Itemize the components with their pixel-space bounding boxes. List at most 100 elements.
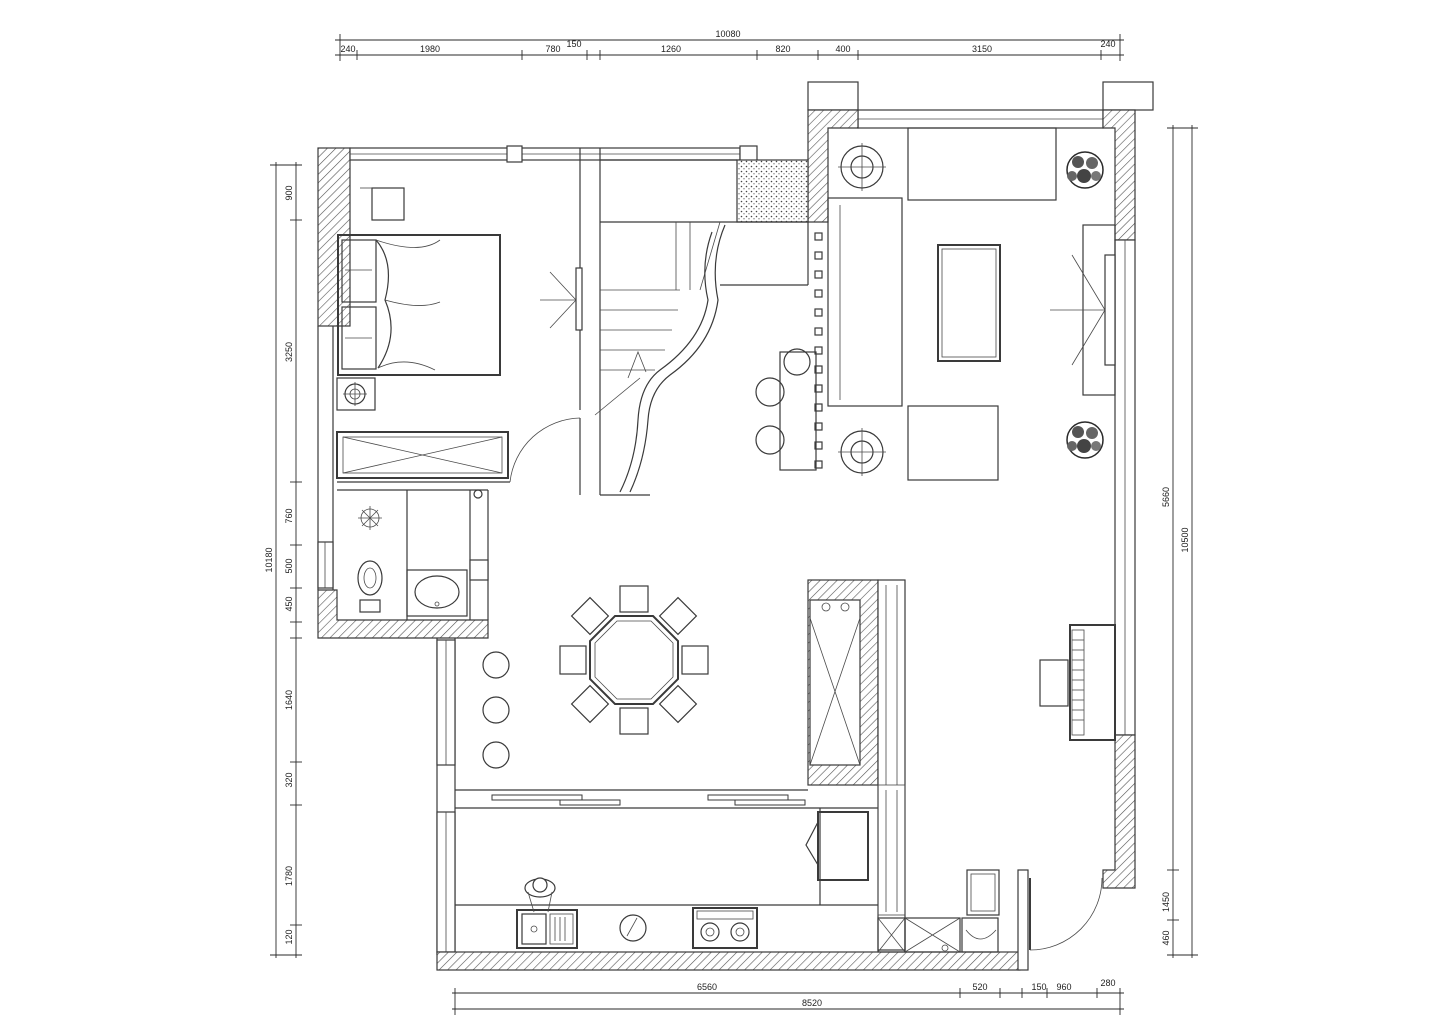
- shower-ray: [361, 509, 379, 527]
- walls: [317, 81, 1154, 971]
- bedroom-door: [509, 417, 581, 490]
- dimension-label: 150: [1031, 982, 1046, 992]
- washing-machine-drum: [965, 929, 997, 940]
- nightstand-box: [336, 377, 376, 411]
- refrigerator: [809, 599, 861, 766]
- wardrobe-inner: [342, 436, 503, 474]
- dimension-bottom: 6560 520 150 960 280 8520: [452, 978, 1124, 1015]
- faucet-icon: [434, 601, 440, 607]
- coffee-table: [937, 244, 1001, 362]
- shower-head-icon: [358, 506, 382, 530]
- sink-basin-icon: [521, 913, 547, 945]
- bar-stool: [783, 348, 811, 376]
- drain-icon: [530, 925, 538, 933]
- wall-right-lower: [1102, 734, 1136, 889]
- person-arm: [527, 891, 535, 913]
- tv-cabinet: [1050, 224, 1116, 396]
- plant-leaf: [1077, 169, 1091, 183]
- toilet-icon: [357, 560, 383, 613]
- fridge-knob-icon: [840, 602, 850, 612]
- dimension-label: 1780: [284, 866, 294, 886]
- entrance: [961, 869, 1103, 953]
- wardrobe: [336, 431, 509, 479]
- person-arm: [547, 891, 553, 913]
- dimension-label: 460: [1161, 930, 1171, 945]
- washbasin: [406, 569, 468, 617]
- plant-leaf: [1067, 441, 1077, 451]
- person-head: [532, 877, 548, 893]
- piano-body: [1069, 624, 1116, 741]
- dimension-ticks: [270, 164, 302, 956]
- dimension-label: 780: [545, 44, 560, 54]
- bar-stool: [755, 377, 785, 407]
- stair-handrail: [619, 231, 713, 493]
- dining-chair: [681, 645, 709, 675]
- plant-leaf: [1091, 441, 1101, 451]
- person-icon: [524, 877, 556, 913]
- oven: [805, 811, 869, 881]
- floor-lamp-bottom: [838, 428, 886, 476]
- shoe-cabinet-inner: [970, 873, 996, 912]
- dimension-top: 10080 240 1980 780 150 1260 820 400 3150…: [335, 29, 1124, 61]
- door-swing-arc: [509, 417, 581, 483]
- double-bed: [337, 234, 501, 376]
- dimension-label: 1260: [661, 44, 681, 54]
- dining-chair: [619, 707, 649, 735]
- piano-keyboard: [1071, 629, 1085, 736]
- bed-frame: [337, 234, 501, 376]
- kettle-icon: [619, 914, 647, 942]
- stove-panel: [696, 910, 754, 920]
- armchair-top: [907, 127, 1057, 201]
- dining-chair: [658, 684, 698, 724]
- dining-table: [589, 615, 679, 705]
- dimension-ticks: [339, 34, 1121, 61]
- dimension-label-total: 10080: [715, 29, 740, 39]
- dimension-ticks: [1167, 127, 1198, 956]
- stair-treads: [600, 221, 721, 371]
- sliding-door-panel: [707, 794, 789, 801]
- dimension-label: 1980: [420, 44, 440, 54]
- oven-body: [817, 811, 869, 881]
- kettle-handle: [626, 917, 638, 937]
- kettle: [619, 914, 647, 942]
- dimension-label: 500: [284, 558, 294, 573]
- dimension-label-total: 10180: [264, 547, 274, 572]
- living-room: [755, 127, 1116, 481]
- tall-cabinet: [877, 579, 906, 951]
- bedroom-chair: [371, 187, 405, 221]
- dining-chair: [570, 684, 610, 724]
- bathroom: [357, 490, 468, 620]
- toilet-tank: [359, 599, 381, 613]
- sliding-door-panel: [491, 794, 583, 801]
- plant-leaf: [1086, 157, 1098, 169]
- burner-inner: [705, 927, 715, 937]
- tv-view-line: [1071, 309, 1106, 366]
- floor-lamp-top: [838, 143, 886, 191]
- wall-bathroom-bottom: [317, 589, 489, 639]
- dimension-label: 320: [284, 772, 294, 787]
- armchair-bottom: [907, 405, 999, 481]
- bed-blanket-fold: [375, 239, 441, 248]
- dimension-label: 1640: [284, 690, 294, 710]
- dining-chair: [619, 585, 649, 613]
- dimension-right: 5660 10500 1450 460: [1161, 125, 1198, 958]
- dimension-label: 1450: [1161, 892, 1171, 912]
- cabinets: [807, 579, 961, 953]
- dimension-label: 240: [340, 44, 355, 54]
- dimension-label: 5660: [1161, 487, 1171, 507]
- bedroom: [336, 187, 583, 490]
- plant-leaf: [1086, 427, 1098, 439]
- bed-blanket-fold: [384, 299, 441, 306]
- coffee-table-inner: [941, 248, 997, 358]
- plant-leaf: [1077, 439, 1091, 453]
- dimension-label: 400: [835, 44, 850, 54]
- railing-posts: [814, 232, 823, 469]
- dimension-label: 150: [566, 39, 581, 49]
- dining-chair: [559, 645, 587, 675]
- staircase: [594, 159, 809, 496]
- dimension-label: 3150: [972, 44, 992, 54]
- sink-basin-icon: [414, 575, 460, 609]
- sofa-long: [827, 197, 903, 407]
- stair-handrail: [629, 224, 726, 493]
